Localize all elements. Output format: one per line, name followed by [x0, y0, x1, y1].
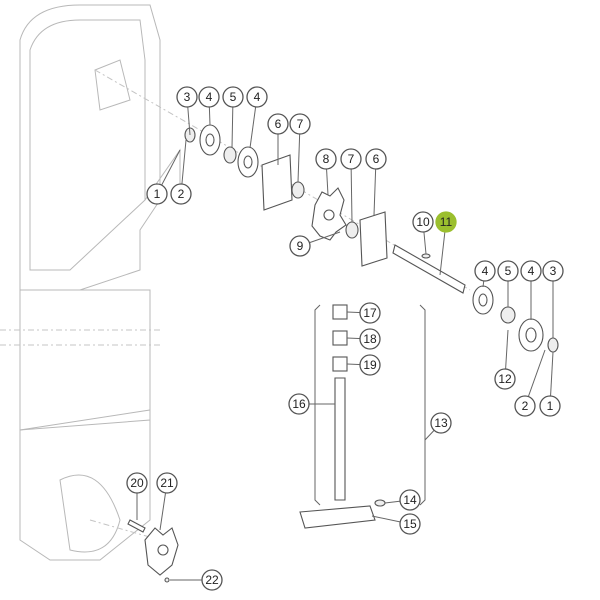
callout-label: 18 [363, 332, 377, 346]
callout-circle [170, 183, 192, 205]
callout-4[interactable]: 4 [474, 260, 496, 282]
parts-artwork [127, 124, 559, 583]
callout-label: 20 [130, 476, 144, 490]
callout-label: 1 [547, 399, 554, 413]
callout-20[interactable]: 20 [126, 472, 148, 494]
callout-label: 13 [434, 416, 448, 430]
callout-4[interactable]: 4 [246, 86, 268, 108]
callout-label: 4 [254, 90, 261, 104]
callout-circle [126, 472, 148, 494]
callout-label: 11 [440, 215, 453, 229]
callout-circle [156, 472, 178, 494]
callout-circle [289, 113, 311, 135]
callout-4[interactable]: 4 [198, 86, 220, 108]
callout-circle [288, 393, 310, 415]
callout-label: 6 [373, 152, 380, 166]
callout-circle [359, 302, 381, 324]
callout-label: 4 [482, 264, 489, 278]
callout-15[interactable]: 15 [399, 513, 421, 535]
callout-label: 19 [363, 358, 377, 372]
callout-13[interactable]: 13 [430, 412, 452, 434]
callout-circle [474, 260, 496, 282]
callout-circle [399, 489, 421, 511]
callout-circle [198, 86, 220, 108]
callout-2[interactable]: 2 [170, 183, 192, 205]
callout-circle [494, 368, 516, 390]
callout-label: 4 [206, 90, 213, 104]
callout-12[interactable]: 12 [494, 368, 516, 390]
callout-5[interactable]: 5 [497, 260, 519, 282]
callout-4[interactable]: 4 [520, 260, 542, 282]
callout-circle [267, 113, 289, 135]
callout-circle [176, 86, 198, 108]
callout-22[interactable]: 22 [201, 569, 223, 591]
callout-label: 7 [348, 152, 355, 166]
callout-circle [222, 86, 244, 108]
callout-circle [399, 513, 421, 535]
machine-housing-outline [0, 4, 471, 561]
callout-14[interactable]: 14 [399, 489, 421, 511]
callout-1[interactable]: 1 [539, 395, 561, 417]
callout-circle [289, 235, 311, 257]
chain-assembly-bracket [314, 304, 426, 506]
callout-label: 15 [403, 517, 417, 531]
callout-3[interactable]: 3 [176, 86, 198, 108]
callout-17[interactable]: 17 [359, 302, 381, 324]
callout-7[interactable]: 7 [289, 113, 311, 135]
callout-11[interactable]: 11 [435, 211, 457, 233]
callout-19[interactable]: 19 [359, 354, 381, 376]
callout-label: 1 [154, 187, 161, 201]
callout-1[interactable]: 1 [146, 183, 168, 205]
callout-label: 10 [416, 215, 430, 229]
callout-label: 8 [323, 152, 330, 166]
callout-circle [201, 569, 223, 591]
callout-label: 5 [230, 90, 237, 104]
callout-circle [497, 260, 519, 282]
callout-label: 2 [178, 187, 185, 201]
callout-3[interactable]: 3 [542, 260, 564, 282]
callout-circle [520, 260, 542, 282]
callout-label: 5 [505, 264, 512, 278]
callout-label: 7 [297, 117, 304, 131]
callout-label: 3 [184, 90, 191, 104]
callout-18[interactable]: 18 [359, 328, 381, 350]
callout-circle [514, 395, 536, 417]
callout-circle [412, 211, 434, 233]
callout-label: 4 [528, 264, 535, 278]
callout-circle [146, 183, 168, 205]
callout-label: 12 [498, 372, 512, 386]
callout-circle [246, 86, 268, 108]
callout-2[interactable]: 2 [514, 395, 536, 417]
callout-label: 21 [160, 476, 174, 490]
callout-circle [542, 260, 564, 282]
callout-label: 16 [292, 397, 306, 411]
callout-16[interactable]: 16 [288, 393, 310, 415]
callout-circle [430, 412, 452, 434]
callout-circle [359, 354, 381, 376]
callout-circle [365, 148, 387, 170]
callout-21[interactable]: 21 [156, 472, 178, 494]
callout-label: 3 [550, 264, 557, 278]
callout-label: 2 [522, 399, 529, 413]
callout-circle [359, 328, 381, 350]
callout-circle [539, 395, 561, 417]
callout-circle [435, 211, 457, 233]
callout-label: 22 [205, 573, 219, 587]
callout-label: 14 [403, 493, 417, 507]
callout-9[interactable]: 9 [289, 235, 311, 257]
callout-5[interactable]: 5 [222, 86, 244, 108]
callout-label: 6 [275, 117, 282, 131]
callout-label: 9 [297, 239, 304, 253]
callout-6[interactable]: 6 [267, 113, 289, 135]
callout-7[interactable]: 7 [340, 148, 362, 170]
callout-10[interactable]: 10 [412, 211, 434, 233]
callout-circle [315, 148, 337, 170]
callout-label: 17 [363, 306, 377, 320]
callout-6[interactable]: 6 [365, 148, 387, 170]
callout-circle [340, 148, 362, 170]
callout-8[interactable]: 8 [315, 148, 337, 170]
